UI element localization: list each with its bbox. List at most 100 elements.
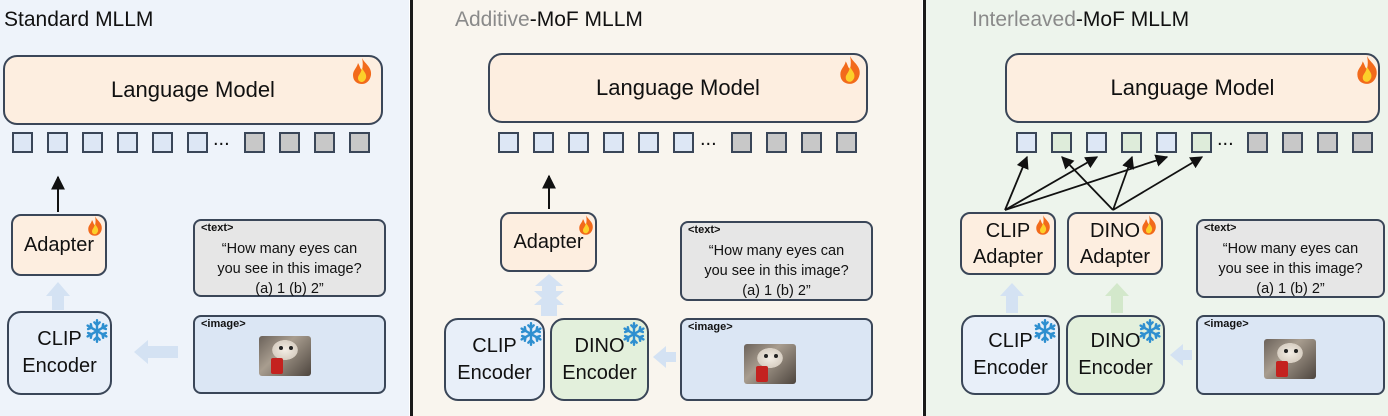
clip-token bbox=[1016, 132, 1037, 153]
arrow-dino-adapter-to-token bbox=[1061, 156, 1114, 211]
clip-token bbox=[498, 132, 519, 153]
panel-additive-mof-mllm: Additive-MoF MLLM Language Model ... Ada… bbox=[413, 0, 922, 416]
text-token bbox=[731, 132, 752, 153]
arrow-clip-adapter-to-token bbox=[1004, 154, 1169, 211]
faint-arrow-image-to-encoders bbox=[1170, 344, 1192, 366]
panel2-arrows bbox=[534, 174, 676, 368]
cat-image bbox=[744, 344, 796, 384]
clip-encoder-line2: Encoder bbox=[22, 355, 97, 377]
panel-divider bbox=[923, 0, 926, 416]
image-tag: <image> bbox=[688, 321, 733, 333]
adapter-label: Adapter bbox=[513, 231, 584, 253]
clip-encoder-line1: CLIP bbox=[988, 330, 1033, 352]
clip-token bbox=[638, 132, 659, 153]
clip-encoder-line1: CLIP bbox=[37, 328, 82, 350]
clip-token bbox=[82, 132, 103, 153]
cat-image bbox=[259, 336, 311, 376]
text-tag: <text> bbox=[201, 222, 234, 234]
clip-token bbox=[152, 132, 173, 153]
faint-arrow-image-to-encoders bbox=[653, 346, 676, 368]
dino-adapter-block: DINO Adapter bbox=[1067, 212, 1163, 275]
dino-adapter-line1: DINO bbox=[1090, 219, 1140, 242]
language-model-block: Language Model bbox=[3, 55, 383, 125]
clip-token bbox=[603, 132, 624, 153]
text-tag: <text> bbox=[688, 224, 721, 236]
panel-divider bbox=[410, 0, 413, 416]
dino-encoder-line1: DINO bbox=[1090, 330, 1141, 352]
panel-title: Additive-MoF MLLM bbox=[455, 8, 643, 31]
text-token bbox=[1317, 132, 1338, 153]
clip-token bbox=[12, 132, 33, 153]
token-ellipsis: ... bbox=[1217, 128, 1234, 150]
faint-arrow-encoder-to-adapter bbox=[46, 282, 70, 310]
panel1-arrows bbox=[46, 175, 178, 364]
dino-adapter-line2: Adapter bbox=[1079, 245, 1151, 268]
clip-encoder-block: CLIP Encoder bbox=[7, 311, 112, 395]
image-tag: <image> bbox=[1204, 318, 1249, 330]
token-ellipsis: ... bbox=[213, 128, 230, 150]
clip-encoder-block: CLIP Encoder bbox=[444, 318, 545, 401]
question-text: “How many eyes can you see in this image… bbox=[704, 243, 849, 299]
dino-token bbox=[1121, 132, 1142, 153]
adapter-label: Adapter bbox=[23, 234, 95, 256]
clip-token bbox=[117, 132, 138, 153]
text-token bbox=[314, 132, 335, 153]
dino-encoder-line2: Encoder bbox=[562, 361, 637, 384]
dino-token bbox=[1051, 132, 1072, 153]
faint-arrow-dino-encoder-to-adapter bbox=[1105, 283, 1129, 313]
question-text: “How many eyes can you see in this image… bbox=[1218, 241, 1363, 297]
image-input-box: <image> bbox=[193, 315, 386, 394]
language-model-label: Language Model bbox=[111, 77, 275, 102]
panel-title: Standard MLLM bbox=[4, 8, 154, 31]
adapter-block: Adapter bbox=[500, 212, 597, 272]
faint-arrow-image-to-encoder bbox=[134, 340, 178, 364]
dino-encoder-block: DINO Encoder bbox=[1066, 315, 1165, 395]
dino-token bbox=[1191, 132, 1212, 153]
language-model-label: Language Model bbox=[596, 75, 760, 100]
language-model-block: Language Model bbox=[1005, 53, 1380, 123]
clip-encoder-line1: CLIP bbox=[472, 334, 517, 357]
dino-encoder-line1: DINO bbox=[574, 334, 625, 357]
faint-plus-arrow-encoders-to-adapter bbox=[534, 274, 564, 316]
text-token bbox=[244, 132, 265, 153]
image-input-box: <image> bbox=[680, 318, 873, 401]
dino-encoder-line2: Encoder bbox=[1078, 357, 1153, 379]
clip-adapter-line1: CLIP bbox=[985, 219, 1031, 242]
clip-encoder-line2: Encoder bbox=[457, 361, 532, 384]
text-tag: <text> bbox=[1204, 222, 1237, 234]
clip-adapter-line2: Adapter bbox=[972, 245, 1044, 268]
arrow-clip-adapter-to-token bbox=[1004, 155, 1029, 211]
clip-token bbox=[1156, 132, 1177, 153]
image-tag: <image> bbox=[201, 318, 246, 330]
clip-token bbox=[1086, 132, 1107, 153]
text-token bbox=[279, 132, 300, 153]
text-token bbox=[1247, 132, 1268, 153]
panel-standard-mllm: Standard MLLM Language Model ... Adapter… bbox=[0, 0, 409, 416]
clip-token bbox=[673, 132, 694, 153]
language-model-label: Language Model bbox=[1110, 75, 1275, 100]
panel3-arrows bbox=[1000, 154, 1204, 366]
question-text: “How many eyes can you see in this image… bbox=[217, 241, 362, 297]
token-ellipsis: ... bbox=[700, 128, 717, 150]
text-token bbox=[349, 132, 370, 153]
panel-title: Interleaved-MoF MLLM bbox=[972, 8, 1190, 31]
cat-image bbox=[1264, 339, 1316, 379]
clip-token bbox=[47, 132, 68, 153]
clip-encoder-line2: Encoder bbox=[973, 357, 1048, 379]
faint-arrow-clip-encoder-to-adapter bbox=[1000, 283, 1024, 313]
clip-token bbox=[533, 132, 554, 153]
clip-encoder-block: CLIP Encoder bbox=[961, 315, 1060, 395]
text-token bbox=[1282, 132, 1303, 153]
text-token bbox=[1352, 132, 1373, 153]
panel-interleaved-mof-mllm: Interleaved-MoF MLLM Language Model ... … bbox=[926, 0, 1388, 416]
clip-token bbox=[568, 132, 589, 153]
text-token bbox=[801, 132, 822, 153]
image-input-box: <image> bbox=[1196, 315, 1385, 395]
text-input-box: <text> “How many eyes can you see in thi… bbox=[193, 219, 386, 297]
text-input-box: <text> “How many eyes can you see in thi… bbox=[1196, 219, 1385, 298]
arrow-dino-adapter-to-token bbox=[1112, 156, 1204, 211]
arrow-clip-adapter-to-token bbox=[1004, 156, 1099, 211]
text-token bbox=[836, 132, 857, 153]
language-model-block: Language Model bbox=[488, 53, 868, 123]
text-token bbox=[766, 132, 787, 153]
